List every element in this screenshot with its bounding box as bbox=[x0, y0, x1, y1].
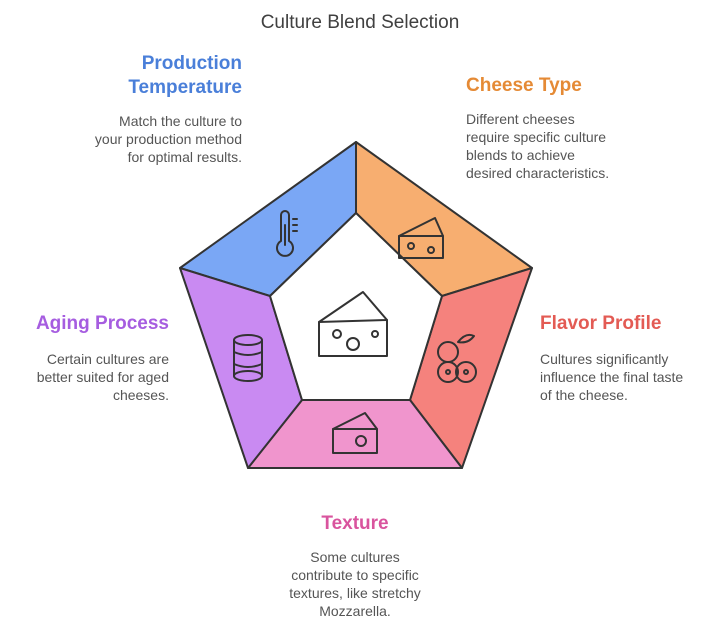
description-line: blends to achieve bbox=[466, 147, 575, 163]
description-line: Cultures significantly bbox=[540, 351, 669, 367]
cheese-wedge-icon bbox=[398, 217, 444, 259]
description-line: Certain cultures are bbox=[46, 351, 169, 367]
center-pentagon bbox=[269, 212, 443, 401]
description-cheese-type: Different cheeses require specific cultu… bbox=[466, 110, 609, 182]
heading-line: Production bbox=[141, 53, 242, 74]
heading-cheese-type: Cheese Type bbox=[466, 74, 582, 98]
heading-texture: Texture bbox=[255, 512, 455, 536]
heading-line: Flavor Profile bbox=[540, 313, 662, 334]
heading-aging-process: Aging Process bbox=[36, 312, 169, 336]
page-title: Culture Blend Selection bbox=[260, 12, 460, 33]
heading-line: Texture bbox=[321, 513, 389, 534]
description-line: cheeses. bbox=[112, 387, 169, 403]
description-line: desired characteristics. bbox=[466, 165, 610, 181]
description-line: Different cheeses bbox=[466, 111, 575, 127]
barrel-icon bbox=[233, 334, 263, 382]
cheese-center-icon bbox=[318, 291, 388, 357]
cheese-block-icon bbox=[332, 412, 378, 454]
berries-icon bbox=[437, 333, 477, 383]
heading-line: Cheese Type bbox=[466, 75, 582, 96]
description-line: textures, like stretchy bbox=[289, 585, 421, 601]
heading-production-temperature: Production Temperature bbox=[128, 52, 242, 100]
description-line: Mozzarella. bbox=[319, 603, 391, 619]
description-line: Some cultures bbox=[310, 549, 400, 565]
description-line: better suited for aged bbox=[36, 369, 169, 385]
description-line: of the cheese. bbox=[540, 387, 628, 403]
description-flavor-profile: Cultures significantly influence the fin… bbox=[540, 350, 683, 404]
description-line: for optimal results. bbox=[127, 149, 242, 165]
description-texture: Some cultures contribute to specific tex… bbox=[255, 548, 455, 620]
description-line: require specific culture bbox=[466, 129, 607, 145]
heading-line: Temperature bbox=[128, 77, 242, 98]
thermometer-icon bbox=[276, 210, 298, 257]
description-line: contribute to specific bbox=[291, 567, 419, 583]
description-production-temperature: Match the culture to your production met… bbox=[95, 112, 242, 166]
heading-line: Aging Process bbox=[35, 313, 169, 334]
description-line: influence the final taste bbox=[540, 369, 684, 385]
heading-flavor-profile: Flavor Profile bbox=[540, 312, 661, 336]
description-line: your production method bbox=[94, 131, 242, 147]
description-aging-process: Certain cultures are better suited for a… bbox=[37, 350, 169, 404]
description-line: Match the culture to bbox=[119, 113, 242, 129]
